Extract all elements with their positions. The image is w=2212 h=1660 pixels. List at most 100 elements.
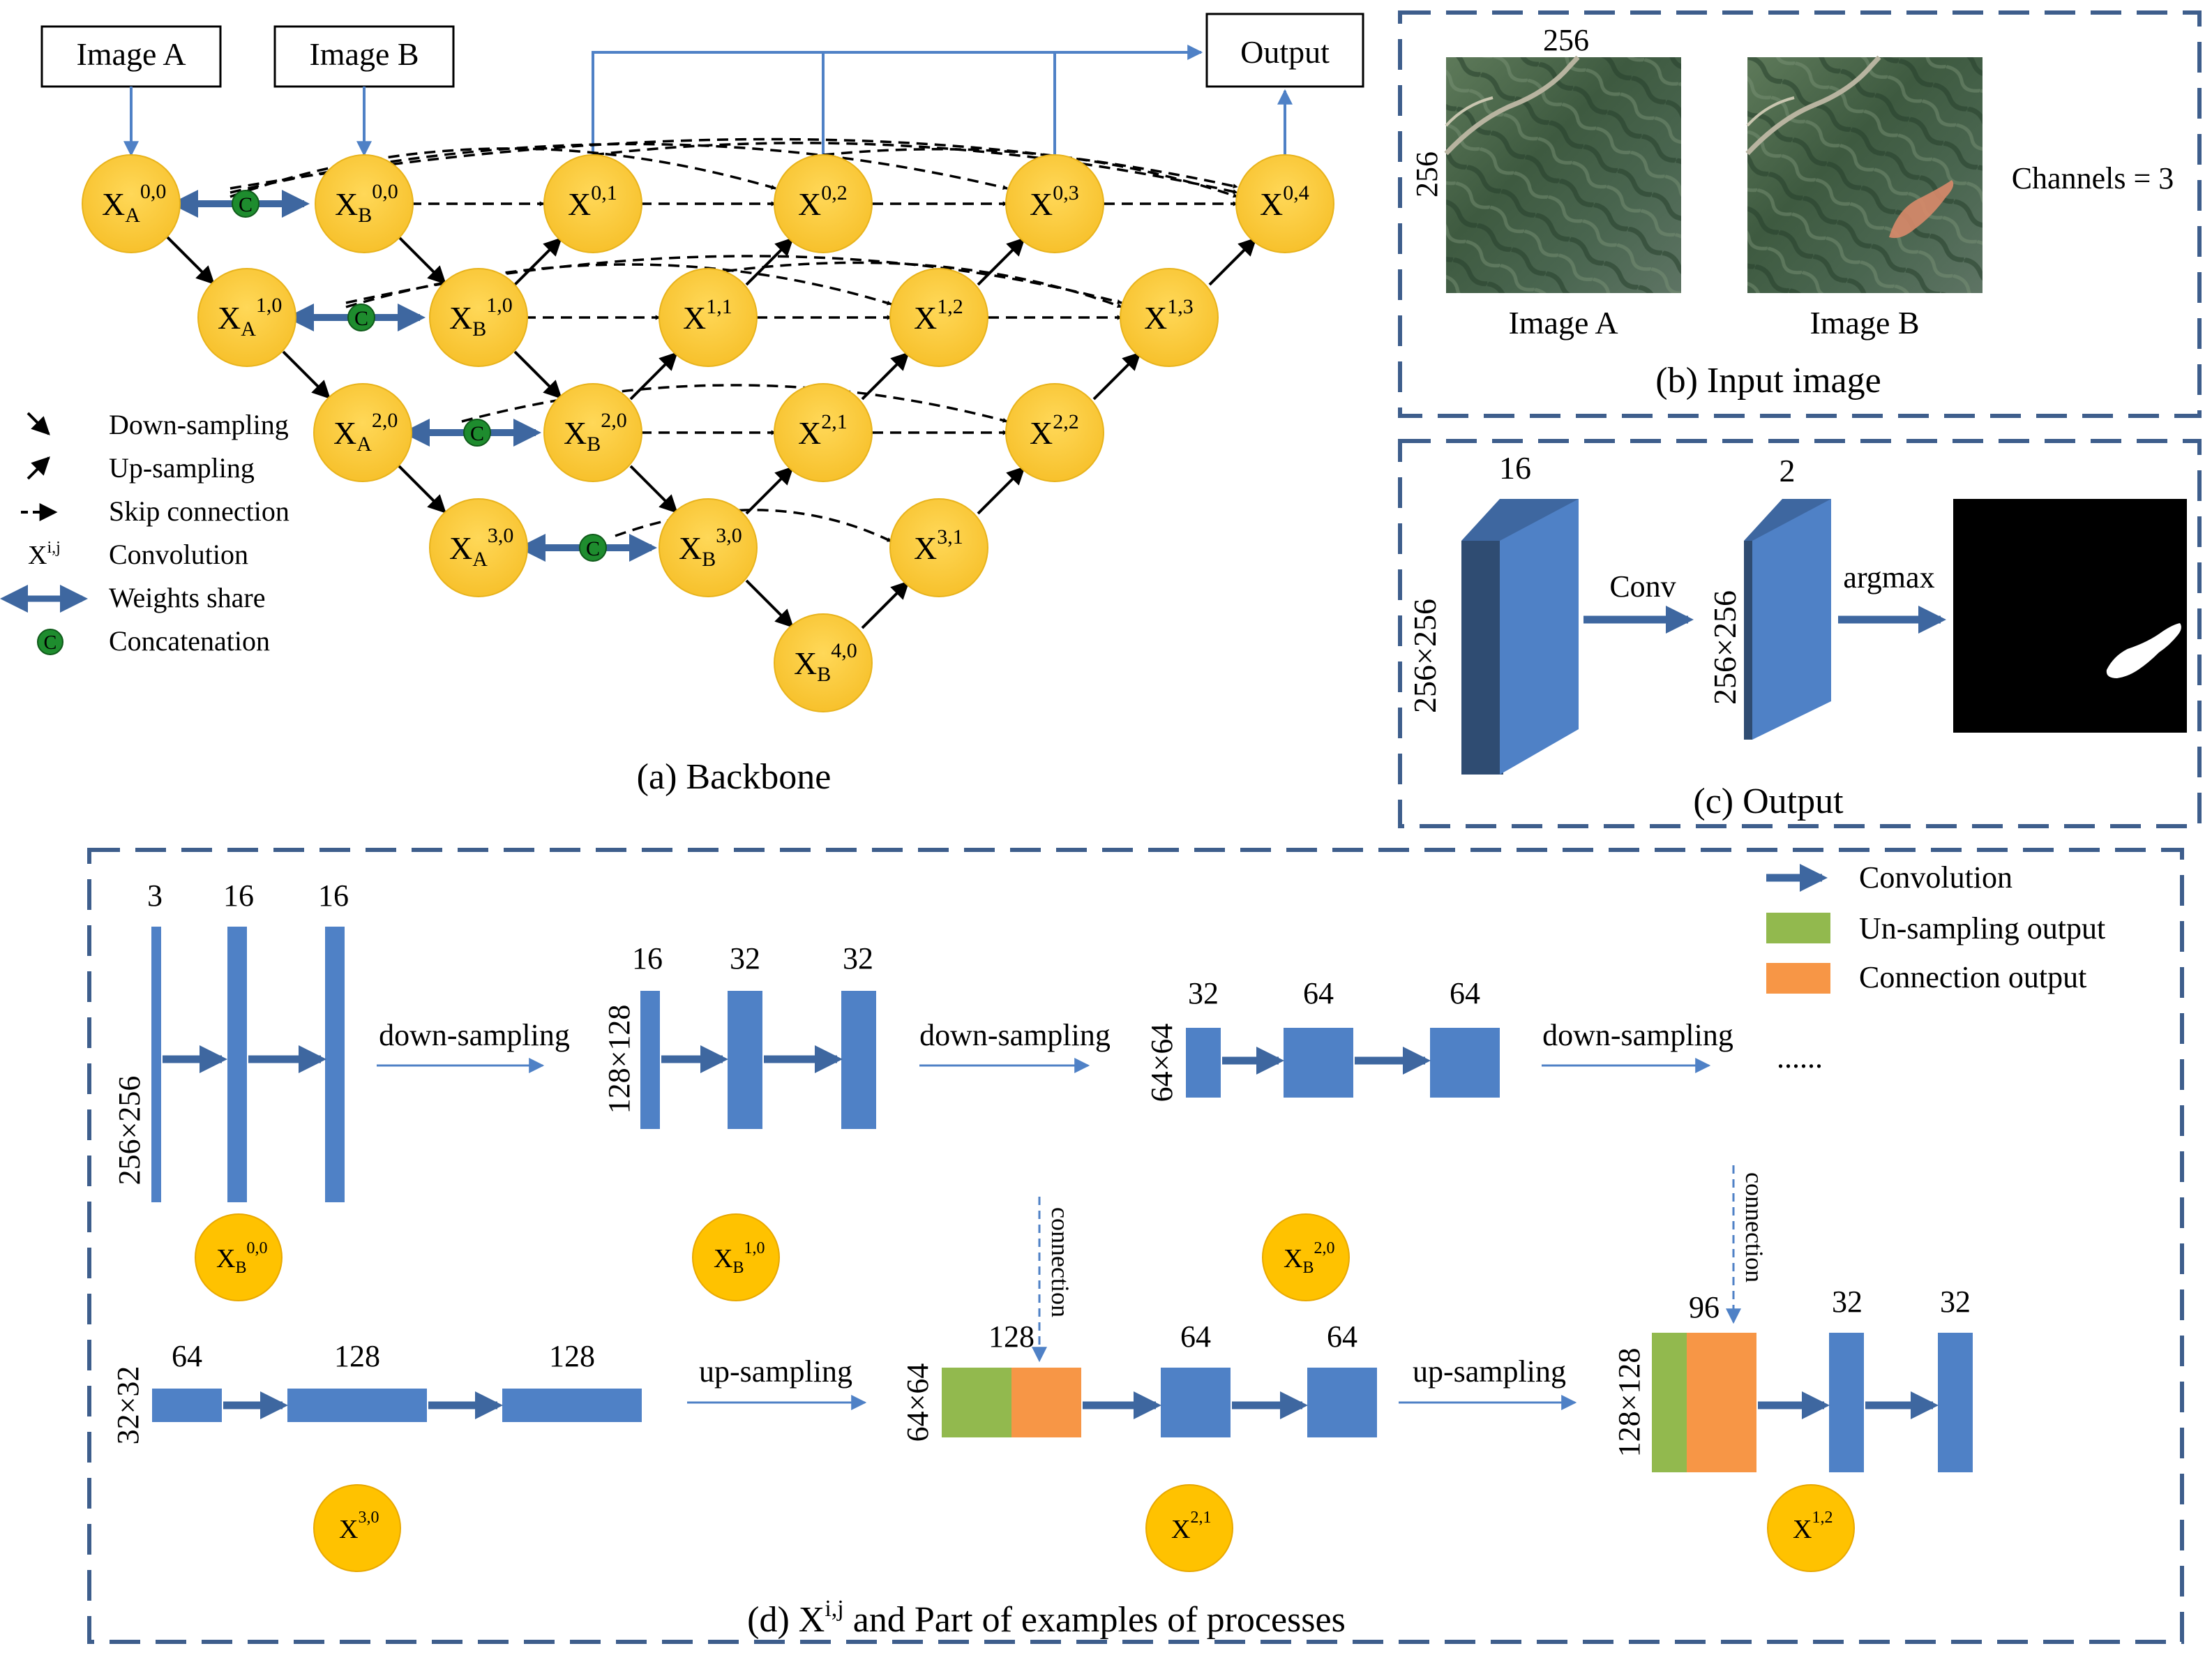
concat-icon — [463, 419, 491, 447]
concat-letter: C — [239, 193, 253, 216]
legend-up-icon — [27, 456, 50, 480]
legend-green-swatch — [1766, 913, 1830, 943]
bot1-block2 — [502, 1389, 642, 1422]
concat-icon — [579, 534, 607, 562]
concat-letter: C — [586, 537, 600, 560]
output-gather-line — [592, 45, 1203, 157]
down-label-3: down-sampling — [1542, 1018, 1733, 1052]
legend-conv-symbol: Xi,j — [28, 539, 61, 570]
row1-node: XB0,0 — [195, 1213, 283, 1301]
bot3-upsample-block — [1652, 1333, 1687, 1472]
output-box-label: Output — [1240, 34, 1330, 70]
row2-ch0: 16 — [632, 941, 663, 975]
row2-ch1: 32 — [730, 941, 760, 975]
legend-concat-letter: C — [44, 632, 57, 654]
bot1-ch1: 128 — [334, 1339, 380, 1373]
input-image-a-label: Image A — [1508, 305, 1618, 341]
bot2-connection-block — [1011, 1368, 1081, 1437]
out-argmax-label: argmax — [1843, 560, 1934, 595]
concat-circles: C C C C — [232, 190, 607, 562]
bot1-block1 — [287, 1389, 427, 1422]
concat-letter: C — [470, 422, 484, 445]
input-caption: (b) Input image — [1655, 361, 1881, 401]
svg-text:X0,4: X0,4 — [1260, 181, 1309, 222]
image-b-box-label: Image B — [309, 36, 419, 72]
channels-label: Channels = 3 — [2012, 161, 2174, 195]
row1-block1 — [227, 927, 247, 1202]
svg-text:XA1,0: XA1,0 — [218, 294, 282, 341]
legend-down-icon — [27, 412, 50, 435]
node-xb20: XB2,0 — [543, 383, 642, 482]
up-label-1: up-sampling — [699, 1354, 852, 1389]
bot2-upsample-block — [942, 1368, 1011, 1437]
skip-connections — [230, 137, 1238, 543]
bot1-block0 — [152, 1389, 222, 1422]
input-image-b-label: Image B — [1810, 305, 1919, 341]
legend-up-label: Up-sampling — [109, 452, 255, 484]
image-b-thumbnail — [1745, 55, 1982, 293]
node-x02: X0,2 — [774, 154, 873, 253]
svg-text:XB1,0: XB1,0 — [449, 294, 513, 341]
node-xa30: XA3,0 — [429, 498, 528, 597]
svg-text:X1,3: X1,3 — [1144, 295, 1194, 336]
bot3-ch2: 32 — [1940, 1285, 1971, 1319]
row3-block2 — [1430, 1028, 1500, 1098]
svg-text:XB2,0: XB2,0 — [564, 409, 627, 456]
input-image-panel: 256 256 Image A Image B Channels = 3 (b)… — [1410, 23, 2174, 401]
up-label-2: up-sampling — [1413, 1354, 1566, 1389]
panel-c-border — [1398, 439, 2202, 828]
bot2-block1 — [1161, 1368, 1231, 1437]
row2-block0 — [640, 991, 660, 1129]
bot2-ch0: 128 — [988, 1319, 1034, 1354]
backbone-nodes: XA0,0 XB0,0 X0,1 X0,2 X0,3 X0,4 XA1,0 XB… — [82, 154, 1334, 712]
svg-text:XB4,0: XB4,0 — [794, 639, 857, 686]
row3-node: XB2,0 — [1262, 1213, 1350, 1301]
node-xa20: XA2,0 — [313, 383, 412, 482]
bot1-node: X3,0 — [313, 1484, 401, 1572]
row2-node: XB1,0 — [692, 1213, 780, 1301]
bot3-size: 128×128 — [1612, 1348, 1646, 1458]
svg-text:X1,2: X1,2 — [1793, 1509, 1833, 1544]
legend-skip-label: Skip connection — [109, 495, 289, 527]
output-caption: (c) Output — [1693, 782, 1844, 821]
bot3-connection-block — [1687, 1333, 1756, 1472]
output-box — [1205, 13, 1364, 88]
node-x04: X0,4 — [1235, 154, 1334, 253]
feature-block-2 — [1744, 499, 1831, 740]
svg-text:X1,2: X1,2 — [914, 295, 963, 336]
svg-text:X2,2: X2,2 — [1030, 410, 1079, 451]
bot3-block1 — [1829, 1333, 1864, 1472]
panel-d-border — [87, 848, 2184, 1644]
down-label-2: down-sampling — [919, 1018, 1111, 1052]
row3-ellipsis: ...... — [1777, 1040, 1823, 1075]
row1-size: 256×256 — [112, 1076, 146, 1186]
out-conv-label: Conv — [1609, 569, 1676, 604]
row2-ch2: 32 — [843, 941, 873, 975]
proc-legend-conn: Connection output — [1859, 960, 2086, 994]
bot2-ch1: 64 — [1180, 1319, 1211, 1354]
legend-concat-label: Concatenation — [109, 625, 270, 657]
row1-block0 — [151, 927, 161, 1202]
svg-text:XA0,0: XA0,0 — [102, 180, 166, 227]
backbone-legend: Down-sampling Up-sampling Skip connectio… — [0, 409, 289, 657]
node-xa00: XA0,0 — [82, 154, 181, 253]
bot1-size: 32×32 — [111, 1366, 145, 1445]
bot3-block2 — [1938, 1333, 1973, 1472]
svg-text:X0,1: X0,1 — [568, 181, 617, 222]
image-a-thumbnail — [1444, 55, 1681, 293]
process-panel: Convolution Un-sampling output Connectio… — [111, 860, 2105, 1640]
svg-text:X3,1: X3,1 — [914, 525, 963, 566]
backbone-panel: Image A Image B Output — [0, 13, 1364, 797]
out-size1: 256×256 — [1407, 599, 1443, 713]
row1-ch1: 16 — [223, 878, 254, 913]
legend-share-label: Weights share — [109, 582, 266, 613]
node-x22: X2,2 — [1005, 383, 1104, 482]
svg-text:X1,1: X1,1 — [683, 295, 732, 336]
row3-block0 — [1186, 1028, 1221, 1098]
down-sampling-arrows — [166, 236, 794, 628]
image-a-box-label: Image A — [76, 36, 186, 72]
row1-ch0: 3 — [147, 878, 163, 913]
row3-ch2: 64 — [1450, 976, 1480, 1010]
node-xb30: XB3,0 — [659, 498, 758, 597]
